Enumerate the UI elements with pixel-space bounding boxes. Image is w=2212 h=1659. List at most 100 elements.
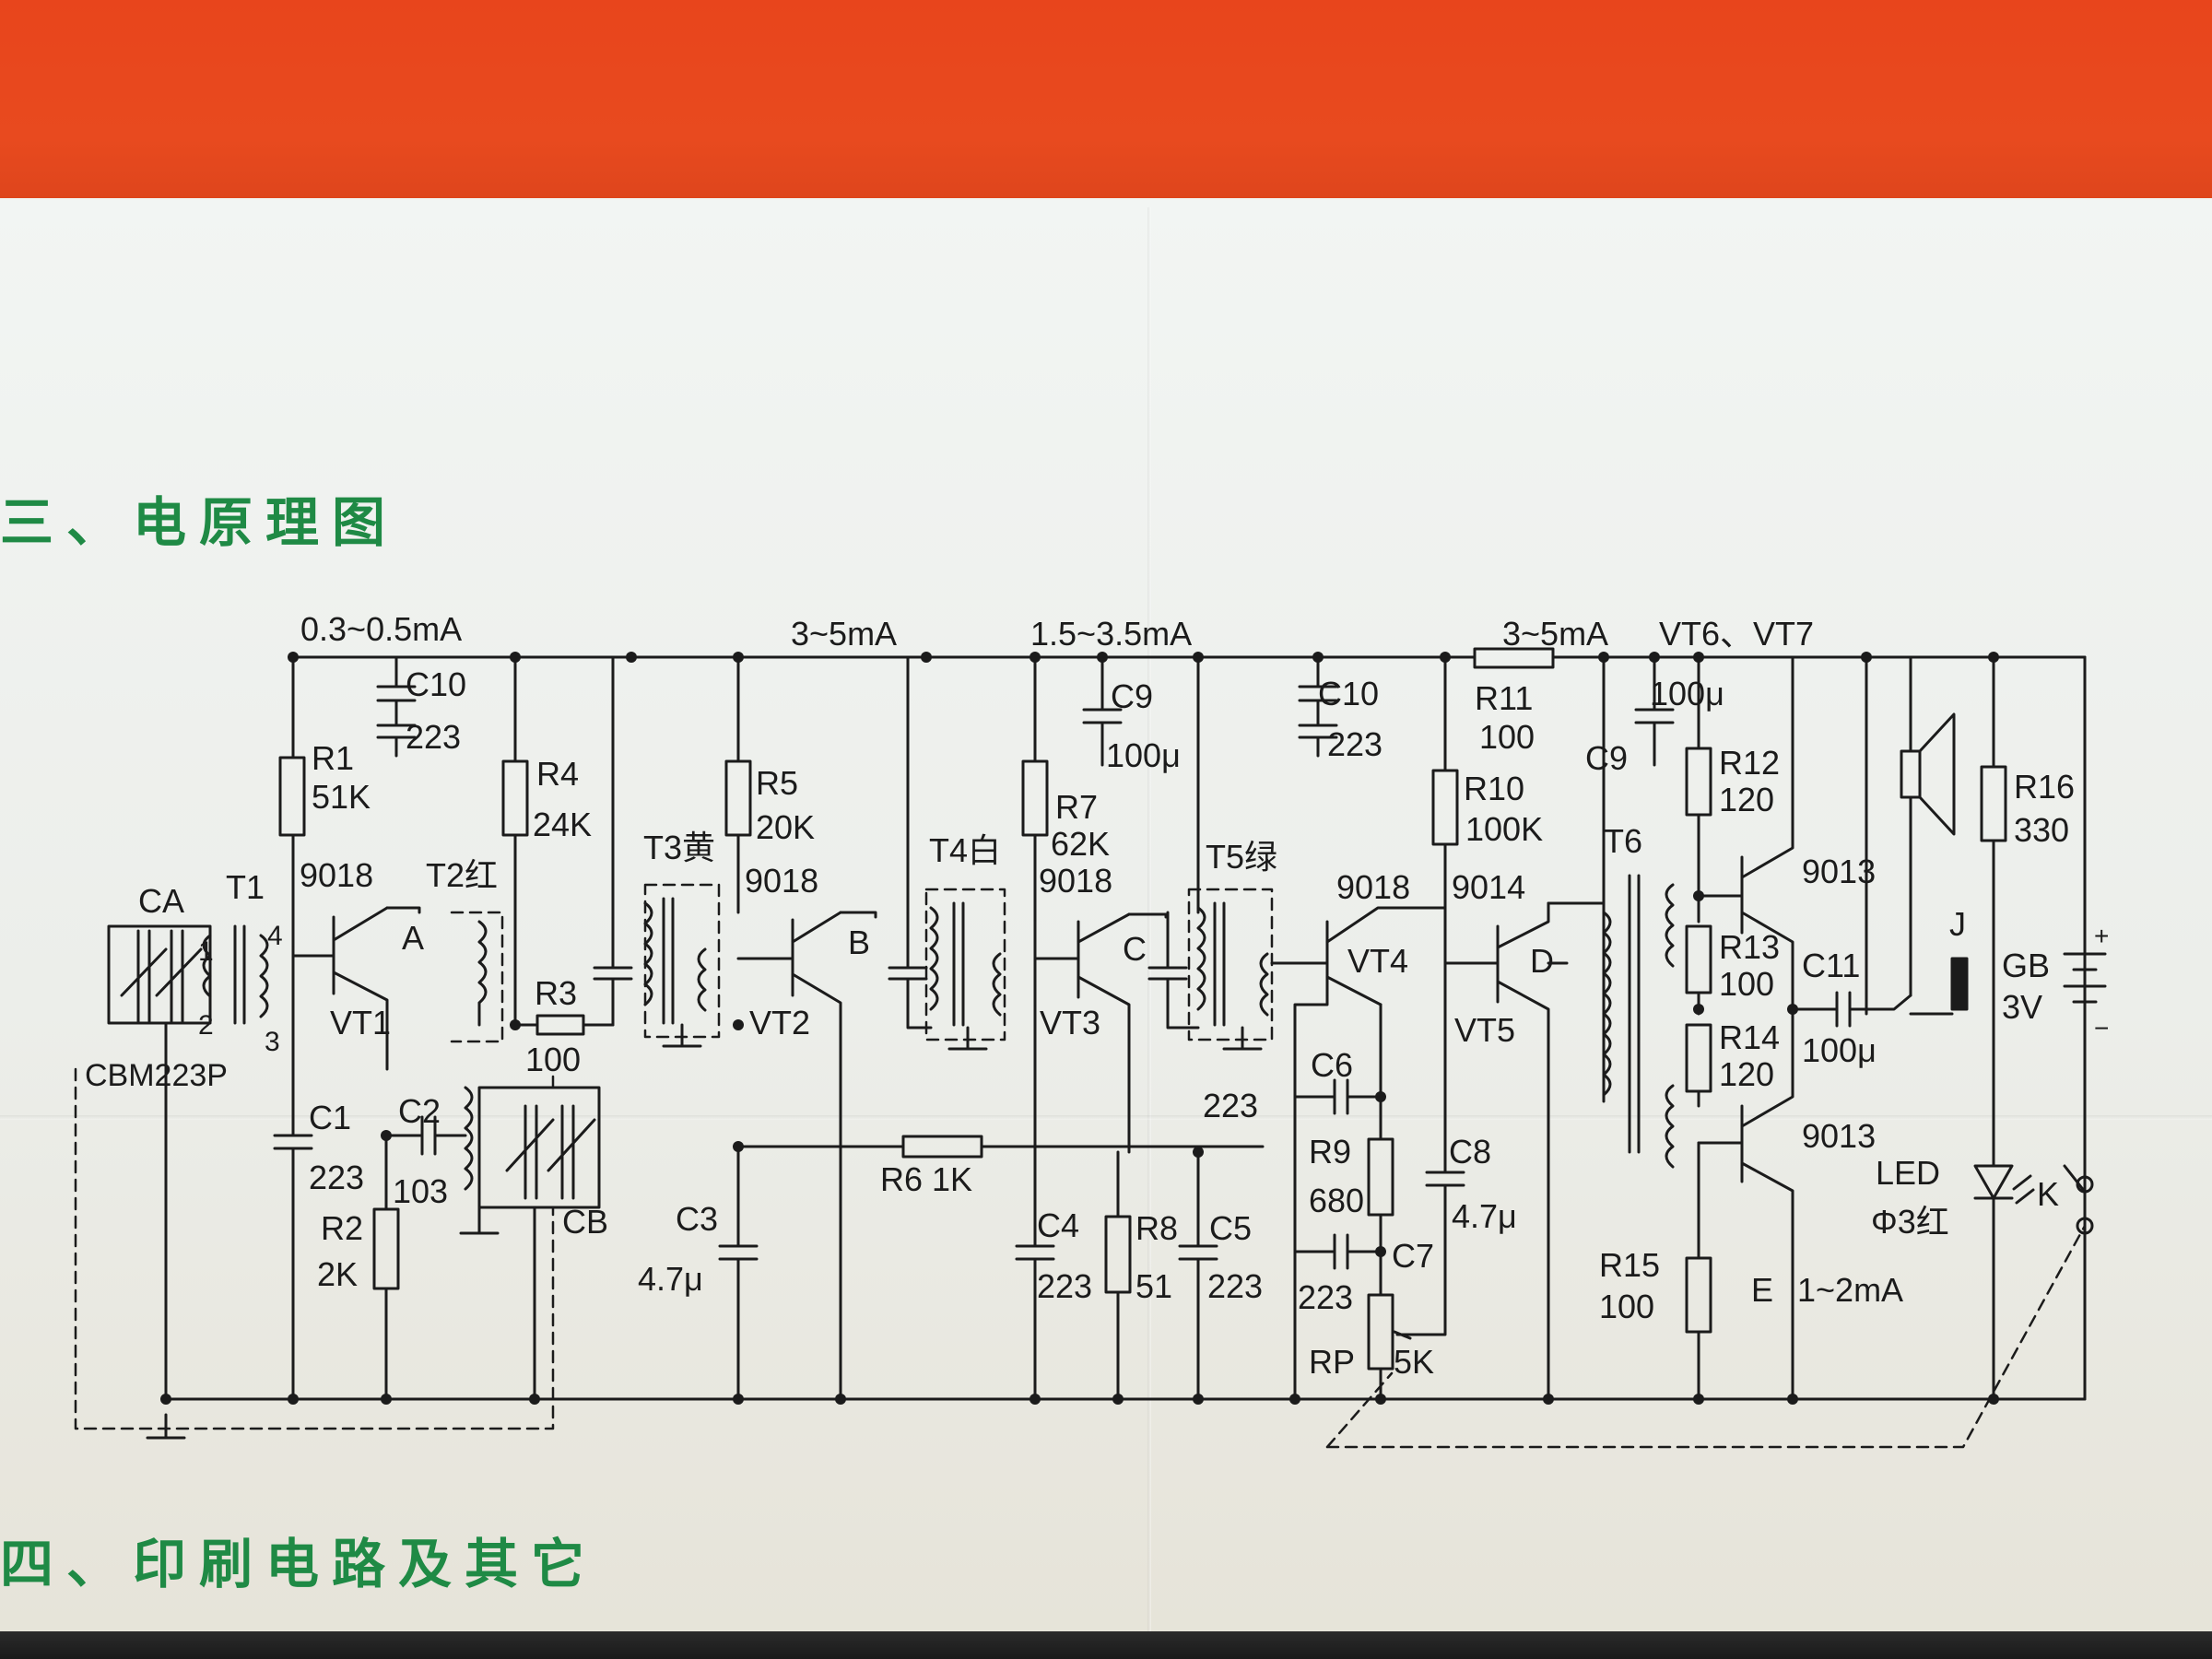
- label-c10b-val: 223: [1327, 725, 1382, 763]
- resistor-r1: [278, 756, 306, 837]
- label-vt2: VT2: [749, 1004, 810, 1041]
- label-c7: C7: [1392, 1237, 1434, 1275]
- label-r15: R15: [1599, 1246, 1660, 1284]
- label-r13-val: 100: [1719, 965, 1774, 1003]
- label-c8: C8: [1449, 1133, 1491, 1171]
- label-current-out: 3~5mA: [1502, 615, 1608, 653]
- resistor-r3: [535, 1014, 585, 1036]
- label-r16: R16: [2014, 768, 2075, 806]
- label-c4: C4: [1037, 1206, 1079, 1244]
- label-point-c: C: [1123, 930, 1147, 968]
- label-point-b: B: [848, 924, 870, 961]
- label-vt4-type: 9018: [1336, 868, 1410, 906]
- label-cb: CB: [562, 1203, 608, 1241]
- label-vt1: VT1: [330, 1004, 391, 1041]
- paper-sheet: [0, 198, 2212, 1659]
- jack-icon: [1950, 957, 1969, 1011]
- label-vt7-type: 9013: [1802, 1117, 1876, 1155]
- label-r16-val: 330: [2014, 811, 2069, 849]
- label-c8-val: 4.7μ: [1452, 1197, 1517, 1235]
- label-ca: CA: [138, 882, 184, 920]
- section-heading-schematic: 三、电原理图: [0, 491, 399, 554]
- variable-capacitors: [107, 924, 601, 1401]
- label-c1: C1: [309, 1099, 351, 1136]
- label-r1: R1: [312, 739, 354, 777]
- label-r8: R8: [1135, 1209, 1178, 1247]
- label-r1-val: 51K: [312, 778, 371, 816]
- resistor-r2: [372, 1207, 400, 1290]
- label-vt3: VT3: [1040, 1004, 1100, 1041]
- label-c9b-val: 100μ: [1650, 675, 1724, 712]
- label-e-current: 1~2mA: [1797, 1271, 1903, 1309]
- label-r7-val: 62K: [1051, 825, 1110, 863]
- label-r14-val: 120: [1719, 1055, 1774, 1093]
- label-c3: C3: [676, 1200, 718, 1238]
- resistor-r5: [724, 759, 752, 837]
- label-c5-top: 223: [1203, 1087, 1258, 1124]
- label-r10: R10: [1464, 770, 1524, 807]
- label-c10b: C10: [1318, 675, 1379, 712]
- label-jack-j: J: [1949, 905, 1966, 943]
- label-current-vt2: 3~5mA: [791, 615, 897, 653]
- ground-symbols: [146, 1023, 1263, 1440]
- label-led: LED: [1876, 1154, 1940, 1192]
- label-t4: T4白: [929, 831, 1001, 869]
- resistor-r9: [1367, 1137, 1394, 1217]
- label-r15-val: 100: [1599, 1288, 1654, 1325]
- resistor-r13: [1685, 924, 1712, 994]
- label-battery-minus: −: [2094, 1014, 2109, 1042]
- label-c10a: C10: [406, 665, 466, 703]
- capacitors: [273, 655, 1877, 1401]
- pcb-preview-strip: [0, 1631, 2212, 1659]
- label-t3: T3黄: [643, 829, 715, 866]
- label-t5: T5绿: [1206, 838, 1277, 876]
- speaker-icon: [1900, 749, 1922, 799]
- label-c6: C6: [1311, 1046, 1353, 1084]
- label-r10-val: 100K: [1465, 810, 1543, 848]
- label-pin1: 1: [198, 936, 214, 967]
- coils: [202, 655, 1675, 1191]
- label-r6: R6 1K: [880, 1160, 972, 1198]
- resistor-r11: [1473, 647, 1555, 669]
- label-c3-val: 4.7μ: [638, 1260, 703, 1298]
- label-r13: R13: [1719, 928, 1780, 966]
- label-current-vt3: 1.5~3.5mA: [1030, 615, 1192, 653]
- label-gb-val: 3V: [2002, 988, 2042, 1026]
- label-point-a: A: [402, 919, 424, 957]
- potentiometer-rp: [1367, 1293, 1394, 1371]
- label-vt2-type: 9018: [745, 862, 818, 900]
- label-battery-plus: +: [2094, 922, 2109, 950]
- dashed-links: [74, 883, 2087, 1449]
- label-t1: T1: [226, 868, 265, 906]
- label-r12: R12: [1719, 744, 1780, 782]
- label-r14: R14: [1719, 1018, 1780, 1056]
- resistor-r10: [1431, 769, 1459, 846]
- label-r11: R11: [1475, 679, 1533, 717]
- label-c9a-val: 100μ: [1106, 736, 1181, 774]
- component-labels: 0.3~0.5mA 3~5mA 1.5~3.5mA 3~5mA VT6、VT7 …: [85, 610, 2109, 1381]
- label-t2: T2红: [426, 856, 498, 894]
- label-r3: R3: [535, 974, 577, 1012]
- resistor-r12: [1685, 747, 1712, 817]
- label-c5: C5: [1209, 1209, 1252, 1247]
- label-current-vt1: 0.3~0.5mA: [300, 610, 462, 648]
- resistor-r7: [1021, 759, 1049, 837]
- resistor-r8: [1104, 1215, 1132, 1294]
- label-c9b: C9: [1585, 739, 1628, 777]
- label-r5: R5: [756, 764, 798, 802]
- label-pin3: 3: [265, 1027, 280, 1057]
- label-r5-val: 20K: [756, 808, 815, 846]
- red-background-band: [0, 0, 2212, 230]
- label-vt1-type: 9018: [300, 856, 373, 894]
- label-c2: C2: [398, 1092, 441, 1130]
- label-r11-val: 100: [1479, 718, 1535, 756]
- label-vt67: VT6、VT7: [1659, 615, 1814, 653]
- junction-dots: [160, 652, 1999, 1405]
- label-c2-val: 103: [393, 1172, 448, 1210]
- output-stage: [1865, 655, 2107, 1401]
- label-r4: R4: [536, 755, 579, 793]
- label-r3-val: 100: [525, 1041, 581, 1078]
- label-pin4: 4: [267, 921, 283, 951]
- transistors: [291, 655, 1794, 1401]
